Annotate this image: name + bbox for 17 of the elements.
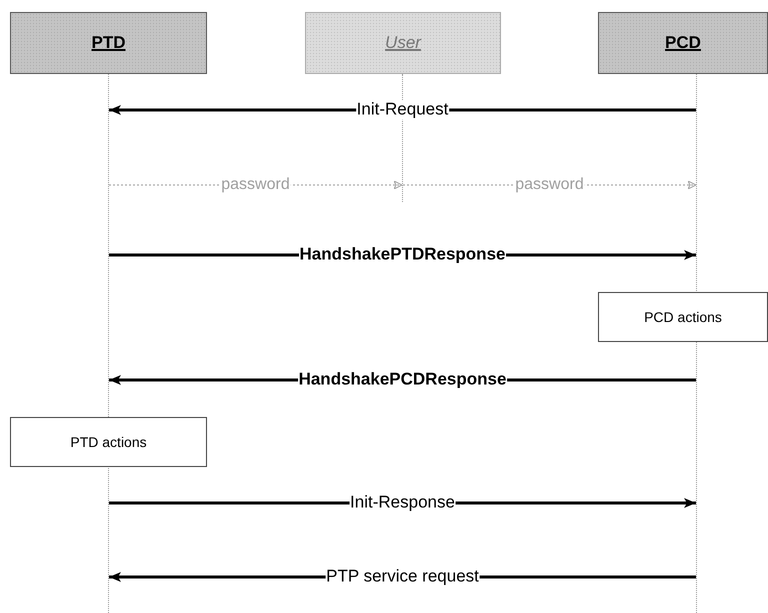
action-box [598,292,768,342]
participant-box [305,12,501,74]
participant-box [10,12,207,74]
message-label: HandshakePCDResponse [298,370,508,390]
action-box [10,417,207,467]
message-label: PTP service request [325,568,480,586]
message-label: password [514,176,585,194]
participant-box [598,12,768,74]
message-label: Init-Response [349,494,456,512]
participant-name: PCD [665,33,701,53]
action-text: PCD actions [644,309,722,325]
message-label: Init-Request [356,100,450,120]
participant-name: PTD [92,33,126,53]
participant-name: User [385,33,421,53]
action-text: PTD actions [70,434,147,450]
message-label: password [220,176,291,194]
message-label: HandshakePTDResponse [298,246,506,264]
